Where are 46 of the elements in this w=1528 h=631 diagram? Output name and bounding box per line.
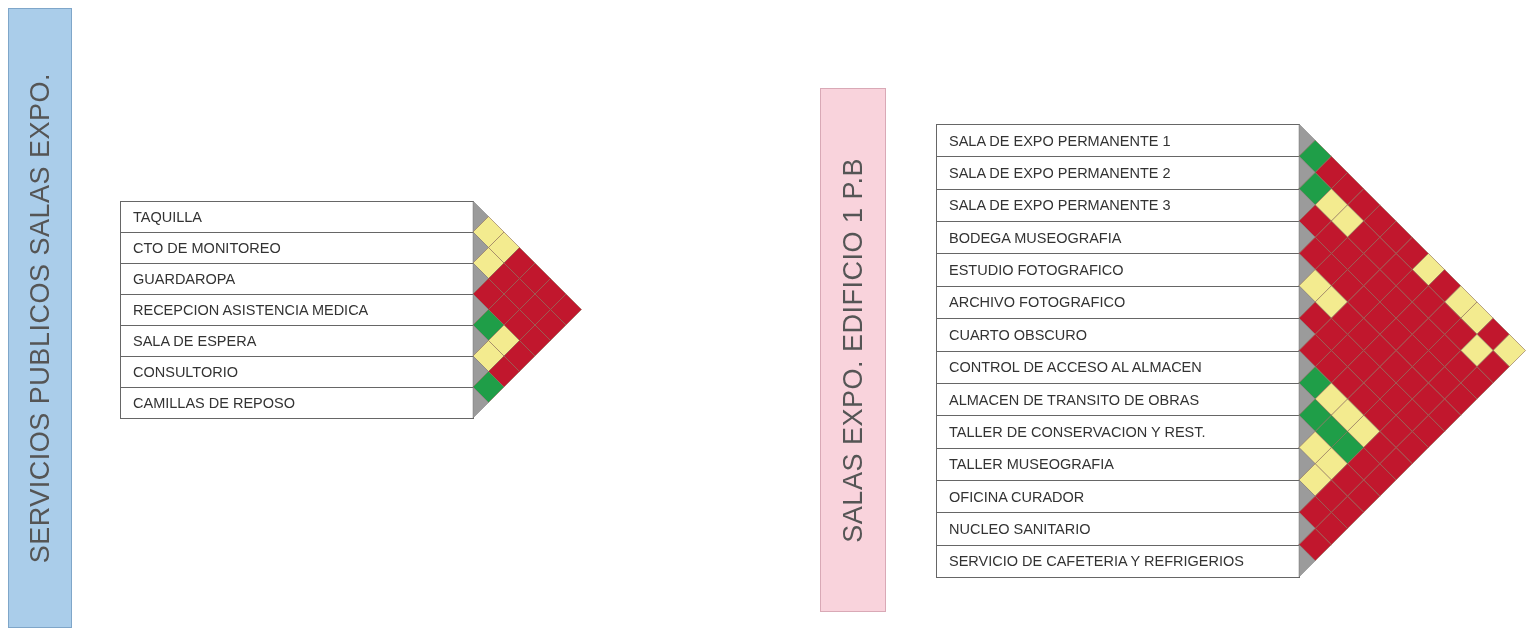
row-label: TAQUILLA [133,209,203,225]
row-label: BODEGA MUSEOGRAFIA [949,229,1122,246]
row-label: ARCHIVO FOTOGRAFICO [949,294,1126,311]
row-box [936,415,1300,449]
row-label: SALA DE EXPO PERMANENTE 3 [949,197,1171,214]
row-label: CONSULTORIO [133,364,238,380]
row-box [120,294,474,326]
row-box [936,124,1300,158]
row-label: ESTUDIO FOTOGRAFICO [949,262,1124,279]
row-box [936,221,1300,255]
row-box [936,447,1300,481]
row-label: CONTROL DE ACCESO AL ALMACEN [949,359,1202,376]
title-band [8,8,72,628]
row-box [936,285,1300,320]
band-title: SALAS EXPO. EDIFICIO 1 P.B [837,157,869,543]
row-box [936,382,1300,417]
row-label: NUCLEO SANITARIO [949,521,1091,537]
row-box [120,387,474,419]
row-label: SERVICIO DE CAFETERIA Y REFRIGERIOS [949,553,1244,570]
row-box [936,512,1300,546]
row-label: SALA DE EXPO PERMANENTE 2 [949,165,1171,182]
row-box [936,188,1300,223]
row-box [936,253,1300,287]
title-band [820,88,886,612]
row-label: ALMACEN DE TRANSITO DE OBRAS [949,391,1200,408]
row-box [936,479,1300,514]
row-box [936,544,1300,579]
row-label: TALLER MUSEOGRAFIA [949,456,1114,473]
row-box [120,263,474,295]
row-label: SALA DE ESPERA [133,333,257,349]
row-box [936,156,1300,190]
row-label: OFICINA CURADOR [949,488,1085,505]
band-title: SERVICIOS PUBLICOS SALAS EXPO. [24,72,56,564]
row-box [120,232,474,264]
row-label: RECEPCION ASISTENCIA MEDICA [133,302,369,318]
row-label: CUARTO OBSCURO [949,326,1088,343]
row-box [936,350,1300,384]
row-box [120,325,474,357]
row-box [120,356,474,388]
row-label: SALA DE EXPO PERMANENTE 1 [949,132,1171,149]
row-box [936,318,1300,352]
row-label: CAMILLAS DE REPOSO [133,395,295,411]
row-label: CTO DE MONITOREO [133,240,281,256]
row-label: GUARDAROPA [133,271,236,287]
row-label: TALLER DE CONSERVACION Y REST. [949,423,1206,440]
row-box [120,201,474,233]
